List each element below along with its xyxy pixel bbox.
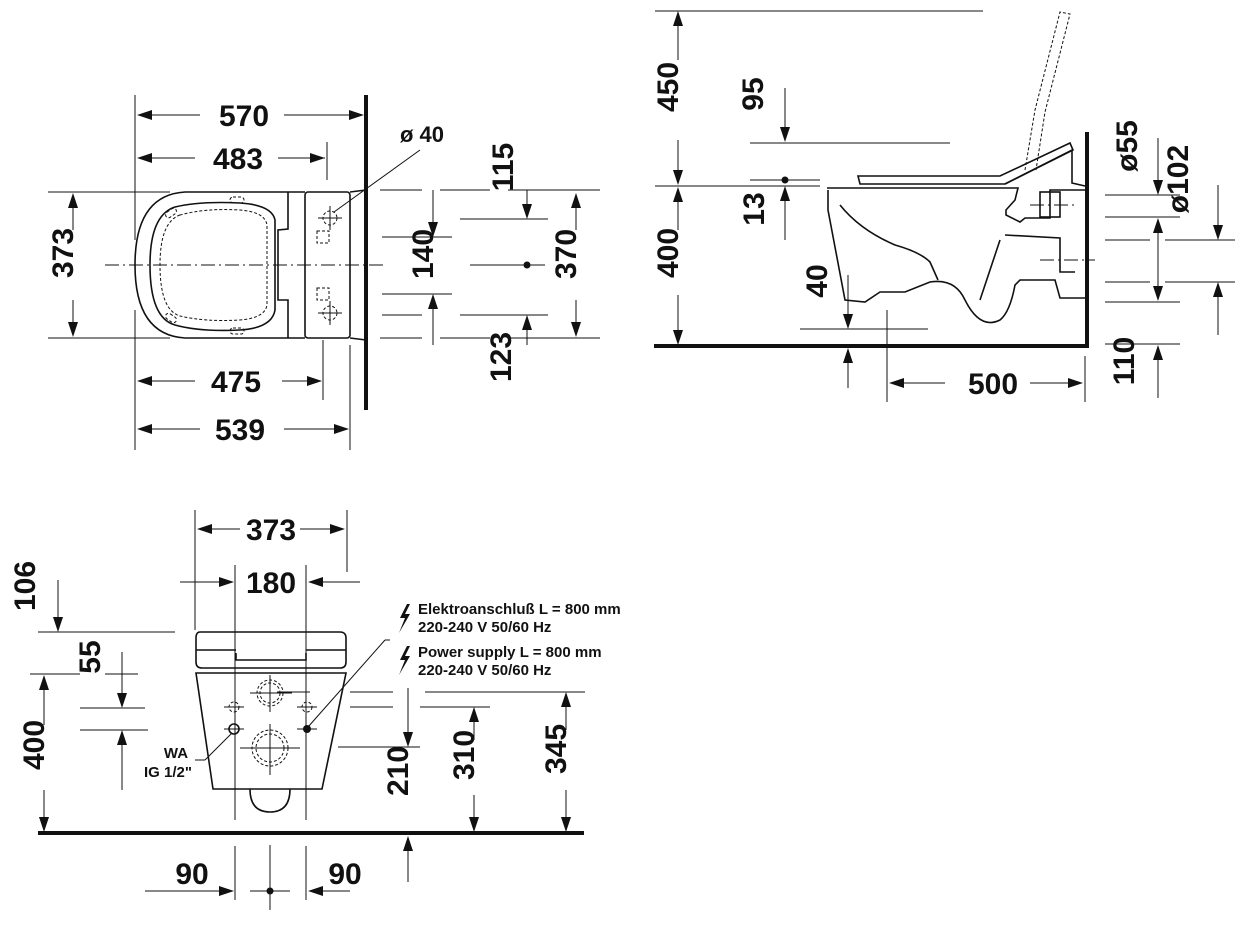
dim-373-front: 373	[246, 514, 296, 547]
lightning-bolt-icon	[399, 604, 410, 633]
dim-dia-55: ø55	[1111, 120, 1144, 172]
svg-text:Power supply L = 800 mm: Power supply L = 800 mm	[418, 644, 602, 661]
dim-400-front: 400	[18, 720, 51, 770]
bowl-front	[195, 672, 347, 790]
svg-text:Elektroanschluß L = 800 mm: Elektroanschluß L = 800 mm	[418, 601, 621, 618]
dim-373-top: 373	[47, 228, 80, 278]
dim-483: 483	[213, 143, 263, 176]
power-note-de: Elektroanschluß L = 800 mm 220-240 V 50/…	[399, 601, 621, 636]
dim-210: 210	[382, 746, 415, 796]
side-view: 450 400 95 13 40 500	[652, 10, 1235, 402]
bowl-trap	[827, 190, 1085, 324]
dim-90-right: 90	[328, 858, 361, 891]
dim-345: 345	[540, 724, 573, 774]
water-connection-thread: IG 1/2"	[144, 764, 192, 781]
power-note-en: Power supply L = 800 mm 220-240 V 50/60 …	[399, 644, 602, 679]
dim-370: 370	[550, 229, 583, 279]
water-connection-label: WA	[164, 745, 188, 762]
dim-123: 123	[485, 332, 518, 382]
dim-110: 110	[1108, 337, 1141, 385]
seat-front	[195, 631, 347, 669]
dim-450: 450	[652, 62, 685, 112]
dim-500: 500	[968, 368, 1018, 401]
dim-115: 115	[487, 143, 520, 191]
dim-140: 140	[407, 229, 440, 279]
top-view: 570 483 373 ø	[47, 95, 600, 450]
front-view: 373 180 106 55 400	[9, 510, 621, 910]
dim-55: 55	[74, 640, 107, 673]
dim-90-left: 90	[175, 858, 208, 891]
dim-13: 13	[738, 192, 771, 225]
dim-400-side: 400	[652, 228, 685, 278]
lightning-bolt-icon	[399, 646, 410, 675]
dim-570: 570	[219, 100, 269, 133]
dim-475: 475	[211, 366, 261, 399]
dim-539: 539	[215, 414, 265, 447]
dim-dia-40: ø 40	[400, 122, 444, 147]
svg-text:220-240 V 50/60 Hz: 220-240 V 50/60 Hz	[418, 619, 551, 636]
bowl-rim	[827, 187, 1085, 223]
dim-95: 95	[737, 77, 770, 110]
dim-180: 180	[246, 567, 296, 600]
dim-40: 40	[801, 264, 834, 297]
seat-lid	[856, 141, 1075, 185]
svg-text:220-240 V 50/60 Hz: 220-240 V 50/60 Hz	[418, 662, 551, 679]
dim-dia-102: ø102	[1162, 145, 1195, 213]
dim-310: 310	[448, 730, 481, 780]
dim-106: 106	[9, 561, 42, 611]
